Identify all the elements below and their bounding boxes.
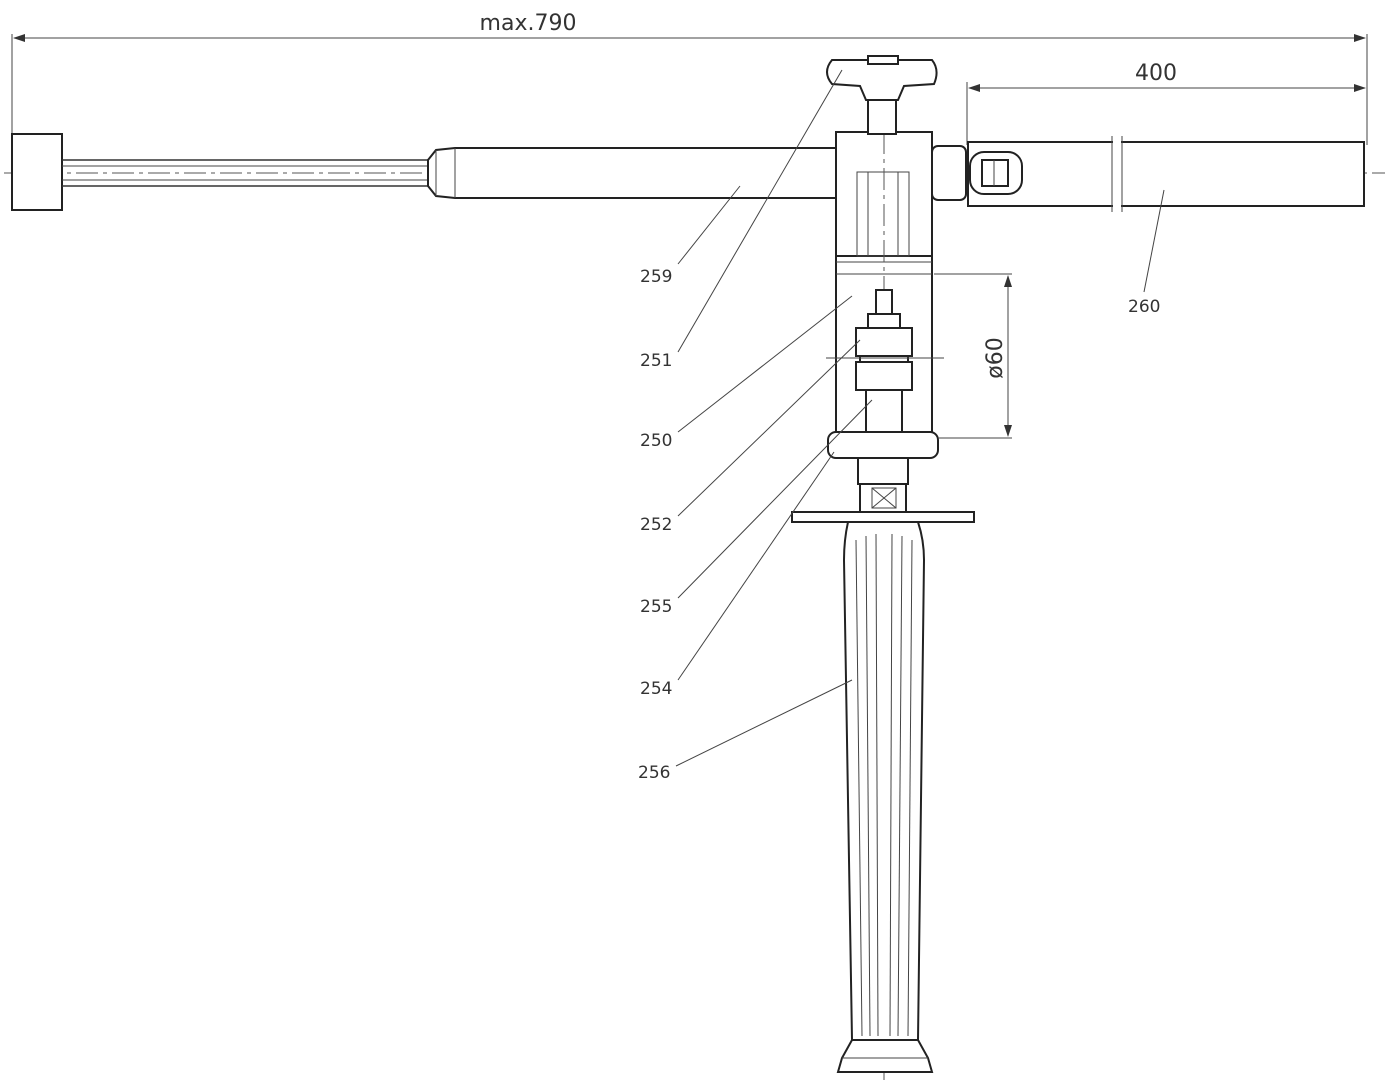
dimension-extension: 400 (966, 61, 1366, 145)
dimension-overall: max.790 (11, 11, 1368, 145)
bottom-collar (827, 431, 939, 513)
extension-tube (967, 136, 1365, 212)
lever-rod (62, 159, 428, 187)
end-weight (11, 133, 63, 211)
callout-250: 250 (640, 431, 672, 451)
callout-260: 260 (1128, 297, 1160, 317)
grip-handle (836, 521, 934, 1073)
callout-255: 255 (640, 597, 672, 617)
callout-254: 254 (640, 679, 672, 699)
dimension-overall-label: max.790 (480, 11, 577, 36)
callout-256: 256 (638, 763, 670, 783)
t-handle (826, 55, 938, 135)
base-plate (791, 511, 975, 523)
hub-flange (931, 145, 967, 201)
inner-spindle (855, 289, 913, 433)
leader-lines (675, 69, 1165, 767)
callout-252: 252 (640, 515, 672, 535)
lever-tube (427, 147, 838, 199)
dimension-diameter-label: ø60 (983, 337, 1008, 378)
dimension-diameter: ø60 (934, 273, 1012, 439)
dimension-extension-label: 400 (1135, 61, 1177, 86)
callout-259: 259 (640, 267, 672, 287)
callout-labels: 259 251 250 252 255 254 256 260 (638, 267, 1160, 783)
callout-251: 251 (640, 351, 672, 371)
